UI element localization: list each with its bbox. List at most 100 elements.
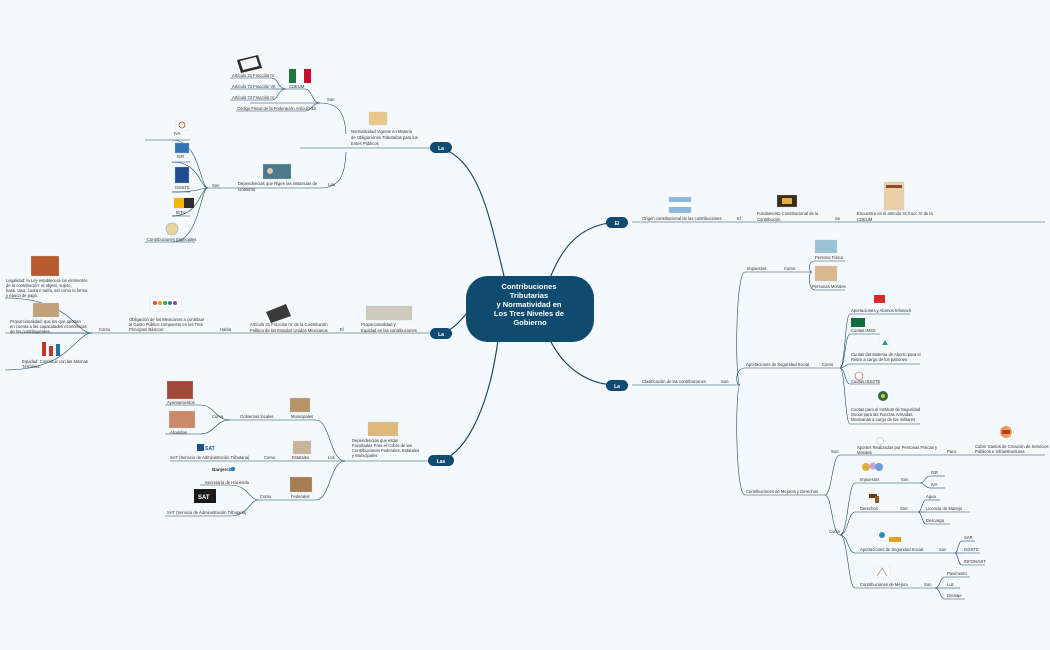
issste-node[interactable]: ISSSTE bbox=[174, 166, 190, 190]
aportes-node[interactable]: Aportes Realizados por Personas Físicas … bbox=[857, 437, 938, 456]
svg-text:Proporcionalidad y Equid: Proporcionalidad y Equidad en las contri… bbox=[361, 322, 417, 333]
equidad-node[interactable]: Equidad: Contribuir con las Mismas Térmi… bbox=[22, 342, 89, 369]
iva-node[interactable]: IVA bbox=[174, 120, 189, 136]
iva-image bbox=[175, 120, 189, 131]
obligacion-line-2: al Gasto Público compuesto en los Tres bbox=[129, 322, 203, 327]
main-node-el[interactable]: El bbox=[606, 217, 628, 228]
agua-item[interactable]: Agua bbox=[926, 494, 936, 499]
main-node-la-proporcionalidad[interactable]: La bbox=[430, 328, 452, 339]
dependencias-facultadas-line-2: Facultadas Para el Cobro de las bbox=[352, 443, 412, 448]
main-node-la-clasificacion[interactable]: La bbox=[606, 380, 628, 391]
social-security-image bbox=[877, 530, 901, 542]
articulo-73[interactable]: Artículo 73 Fracción VII bbox=[232, 84, 276, 89]
impuestos-node[interactable]: Impuestos bbox=[747, 266, 766, 271]
sar-item[interactable]: SAR bbox=[964, 535, 973, 540]
ietu-node[interactable]: IETU bbox=[173, 197, 195, 215]
legalidad-node[interactable]: Legalidad: la Ley establecerá los elemen… bbox=[6, 255, 89, 298]
isr-item[interactable]: ISR bbox=[931, 470, 938, 475]
connector-son-imp: Son bbox=[901, 477, 909, 482]
proporcionalidad-node[interactable]: Proporcionalidad y Equidad en las contri… bbox=[361, 305, 417, 333]
scroll-top bbox=[886, 185, 902, 188]
people-image bbox=[149, 296, 183, 312]
luz-item[interactable]: Luz bbox=[947, 582, 954, 587]
issste-item[interactable]: ISSSTE bbox=[964, 547, 979, 552]
pavimento-item[interactable]: Pavimento bbox=[947, 571, 967, 576]
connector-se: Se bbox=[835, 216, 841, 221]
connector-el-mid: El bbox=[737, 216, 741, 221]
ayuntamientos-node[interactable]: Ayuntamientos bbox=[166, 380, 195, 405]
issste-cuotas-node[interactable]: Cuotas ISSSTE bbox=[851, 371, 881, 384]
encuentra-line-2: CDEUM bbox=[857, 217, 873, 222]
clasificacion-node[interactable]: Clasificación de las contribuciones bbox=[642, 379, 706, 384]
cubrir-node[interactable]: Cubrir Gastos de Creación de Servicios P… bbox=[975, 426, 1050, 454]
cdeum-node[interactable]: CDEUM bbox=[288, 68, 312, 89]
codigo-fiscal[interactable]: Código Fiscal de la Federación Artículo … bbox=[237, 106, 316, 111]
mejoras-derechos-node[interactable]: Contribuciones de Mejoras y Derechos bbox=[746, 489, 818, 494]
aportaciones-ss-node[interactable]: Aportaciones de Seguridad Social bbox=[746, 362, 809, 367]
svg-text:Dependencias que están F: Dependencias que están Facultadas Para e… bbox=[352, 438, 420, 458]
personas-morales-label: Personas Morales bbox=[812, 284, 846, 289]
iva-item[interactable]: IVA bbox=[931, 482, 938, 487]
banjercito-node[interactable]: Banjercito bbox=[212, 466, 236, 472]
encuentra-node[interactable]: Encuentra en el artículo 31 fracc IV de … bbox=[857, 181, 934, 222]
central-topic[interactable]: Contribuciones Tributarias y Normativida… bbox=[466, 276, 594, 342]
aportes-image bbox=[876, 437, 884, 445]
persona-fisica-node[interactable]: Persona Física bbox=[814, 239, 844, 260]
alcaldias-node[interactable]: Alcaldías bbox=[168, 410, 196, 435]
personas-morales-node[interactable]: Personas Morales bbox=[812, 265, 846, 289]
federales-label: Federales bbox=[291, 494, 310, 499]
svg-text:Equidad: Contribuir con las Mi: Equidad: Contribuir con las Mismas Térmi… bbox=[22, 359, 89, 369]
central-topic-box bbox=[466, 276, 594, 342]
proporcionalidad-principle-node[interactable]: Proporcionalidad: que los que aportan en… bbox=[10, 302, 88, 334]
imss-label: Cuotas IMSS bbox=[851, 328, 876, 333]
articulo-74[interactable]: Artículo 74 Fracción IV bbox=[232, 95, 275, 100]
cdeum-label: CDEUM bbox=[289, 84, 305, 89]
infonavit-node[interactable]: Aportaciones y Abonos Infonavit bbox=[851, 295, 912, 313]
articulo-31-node[interactable]: Artículo 31 Fracción IV, de la Constituc… bbox=[250, 304, 329, 333]
contrib-mejora-node[interactable]: Contribuciones de Mejora bbox=[860, 566, 908, 587]
issste-logo-image bbox=[854, 371, 864, 381]
svg-text:Cubrir Gastos de Creación de S: Cubrir Gastos de Creación de Servicios P… bbox=[975, 444, 1050, 454]
connector-como-mejoras: Como bbox=[829, 529, 841, 534]
articulo-31[interactable]: Artículo 31 Fracción IV bbox=[232, 73, 275, 78]
imss-node[interactable]: Cuotas IMSS bbox=[851, 318, 876, 333]
connector-para: Para bbox=[947, 449, 957, 454]
sar-node[interactable]: Cuotas del Sistema de Ahorro para el Ret… bbox=[851, 338, 922, 362]
legalidad-line-4: y época de pago. bbox=[6, 293, 38, 298]
connector-como-estatal: Como bbox=[264, 455, 276, 460]
main-node-la-normatividad[interactable]: La bbox=[430, 142, 452, 153]
origen-node[interactable]: Origen constitucional de las contribucio… bbox=[642, 196, 722, 221]
infonavit-item[interactable]: INFONAVIT bbox=[964, 559, 986, 564]
dependencias-facultadas-line-1: Dependencias que están bbox=[352, 438, 399, 443]
flag-green-stripe bbox=[289, 69, 296, 83]
isr-node[interactable]: ISR bbox=[174, 142, 190, 159]
derechos-node[interactable]: Derechos bbox=[860, 494, 879, 511]
estatales-label: Estatales bbox=[292, 455, 309, 460]
impuestos-mejoras-node[interactable]: Impuestos bbox=[860, 462, 883, 483]
obligacion-node[interactable]: Obligación de los Mexicanos a contribuir… bbox=[129, 296, 205, 332]
sat-estatal-node[interactable]: SAT SAT (Servicio de Administración Trib… bbox=[170, 444, 250, 460]
dependencias-facultadas-node[interactable]: Dependencias que están Facultadas Para e… bbox=[352, 421, 420, 458]
municipales-node[interactable]: Municipales bbox=[289, 397, 313, 419]
main-node-las[interactable]: Las bbox=[428, 455, 454, 466]
dependencias-node[interactable]: Dependencias que Rigen las instancias de… bbox=[238, 163, 318, 192]
state-building-image bbox=[292, 440, 312, 455]
fundamento-node[interactable]: Fundamento Constitucional de la Contribu… bbox=[757, 194, 819, 222]
normatividad-node[interactable]: Normatividad Vigente en Materia de Oblig… bbox=[351, 111, 419, 146]
connector-el: El bbox=[340, 327, 344, 332]
secretaria-hacienda[interactable]: Secretaría de Hacienda bbox=[205, 480, 250, 485]
estatales-node[interactable]: Estatales bbox=[292, 440, 312, 460]
descarga-item[interactable]: Descarga bbox=[926, 518, 945, 523]
obligacion-line-3: Principios Básicos: bbox=[129, 327, 164, 332]
gobiernos-locales[interactable]: Gobiernos locales bbox=[240, 414, 274, 419]
drenaje-item[interactable]: Drenaje bbox=[947, 593, 962, 598]
municipales-label: Municipales bbox=[291, 414, 313, 419]
sat-federal-node[interactable]: SAT SAT (Servicio de Administración Trib… bbox=[167, 489, 247, 515]
licencia-item[interactable]: Licencia de Manejo bbox=[926, 506, 963, 511]
aport-ss-mejoras-node[interactable]: Aportaciones de Seguridad Social bbox=[860, 530, 923, 552]
federales-node[interactable]: Federales bbox=[289, 476, 313, 499]
dependencias-facultadas-line-4: y Municipales bbox=[352, 453, 377, 458]
contribuciones-especiales-node[interactable]: Contribuciones Especiales bbox=[147, 222, 196, 242]
dependencias-facultadas-line-3: Contribuciones Federales, Estatales bbox=[352, 448, 419, 453]
issfam-node[interactable]: Cuotas para el Instituto de Seguridad So… bbox=[851, 391, 921, 422]
